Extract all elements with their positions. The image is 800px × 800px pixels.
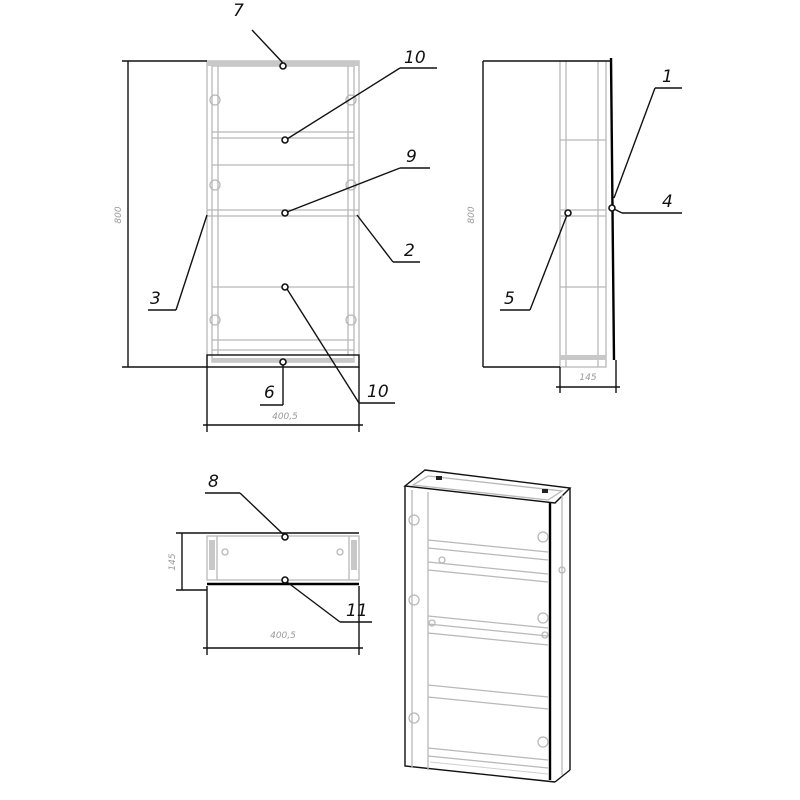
side-height-dim: 800: [467, 206, 477, 223]
callout-9: 9: [406, 147, 417, 167]
isometric-view: [403, 469, 572, 783]
callout-6: 6: [264, 383, 275, 403]
callout-5: 5: [504, 289, 515, 309]
callout-1: 1: [662, 67, 673, 87]
callout-2: 2: [404, 241, 415, 261]
front-height-dim: 800: [114, 206, 124, 223]
side-view: 800 145 1 4 5: [467, 57, 682, 393]
callout-10-top: 10: [404, 48, 426, 68]
callout-11: 11: [346, 601, 368, 621]
top-depth-dim: 145: [168, 553, 178, 570]
callout-4: 4: [662, 192, 673, 212]
top-outline: [206, 535, 360, 581]
callout-8: 8: [208, 472, 219, 492]
callout-3: 3: [150, 289, 161, 309]
top-width-dim: 400,5: [270, 631, 296, 641]
front-view: 800 400,5 7 10 9 2 3 10 6: [114, 1, 437, 432]
side-depth-dim: 145: [579, 373, 596, 383]
top-view: 145 400,5 8 11: [168, 472, 372, 655]
callout-10-bottom: 10: [367, 382, 389, 402]
front-width-dim: 400,5: [272, 412, 298, 422]
callout-7: 7: [233, 1, 244, 21]
